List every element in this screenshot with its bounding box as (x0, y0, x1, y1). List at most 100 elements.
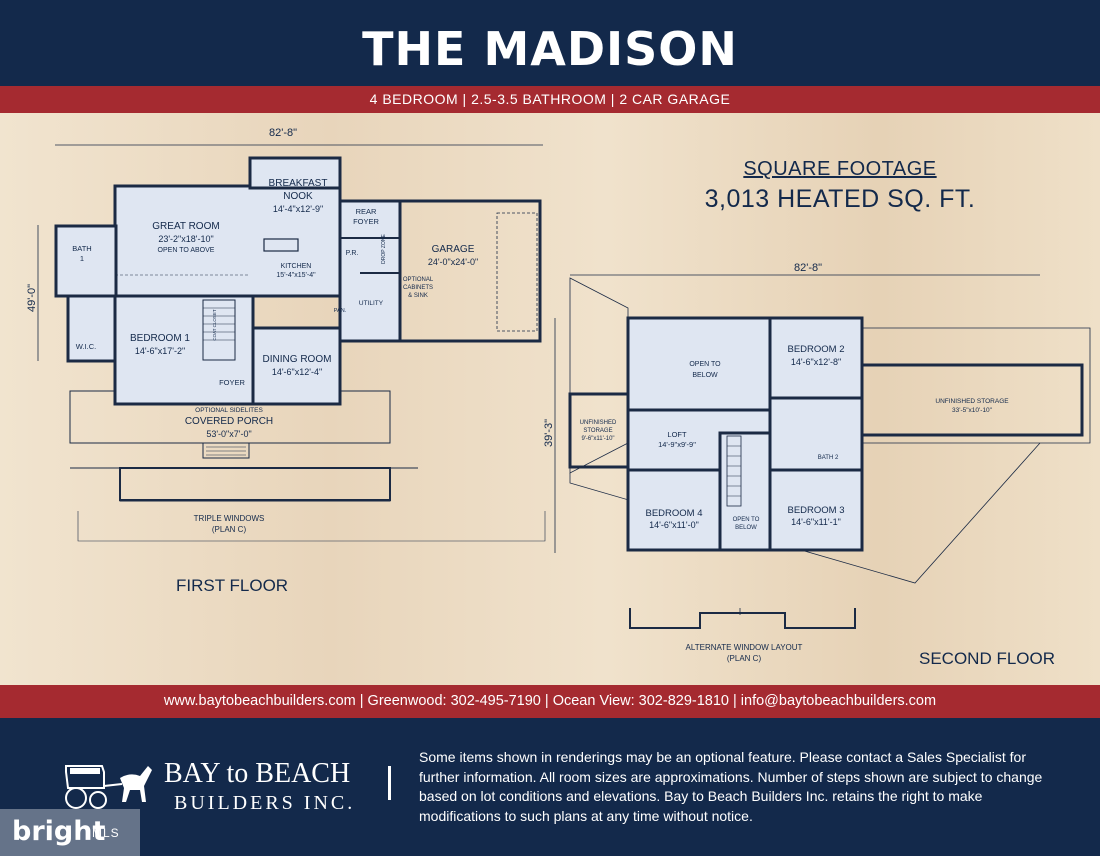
bedroom2-block (768, 316, 864, 400)
mls-watermark: bright MLS (0, 809, 140, 856)
footer: BAY to BEACH BUILDERS INC. Some items sh… (0, 718, 1100, 856)
square-footage-heading: SQUARE FOOTAGE (743, 158, 937, 180)
sf-alt-label-2: (PLAN C) (727, 654, 762, 663)
first-floor-label: FIRST FLOOR (176, 576, 289, 595)
square-footage-value: 3,013 HEATED SQ. FT. (704, 185, 976, 213)
unfinished-left-size: 9'-6"x11'-10" (581, 436, 614, 442)
feature-summary: 4 BEDROOM | 2.5-3.5 BATHROOM | 2 CAR GAR… (0, 86, 1100, 113)
sf-depth-dim: 39'-3" (543, 419, 555, 447)
breakfast-nook-block (248, 156, 342, 190)
sf-open-below-1: OPEN TO (689, 361, 721, 368)
pr-label: P.R. (346, 250, 359, 257)
great-room-kitchen-block (113, 184, 342, 298)
bath2-block (768, 396, 864, 472)
porch-size: 53'-0"x7'-0" (206, 429, 251, 439)
bedroom4-size: 14'-6"x11'-0" (649, 520, 699, 530)
company-logo: BAY to BEACH BUILDERS INC. (60, 758, 360, 818)
bedroom3-block (768, 468, 864, 552)
second-floor-label: SECOND FLOOR (919, 649, 1056, 668)
ff-stairs (202, 299, 236, 361)
bedroom2-name: BEDROOM 2 (787, 344, 844, 355)
bedroom3-size: 14'-6"x11'-1" (791, 517, 841, 527)
mls-label: MLS (92, 826, 120, 840)
garage-outline (398, 199, 542, 343)
great-room-size: 23'-2"x18'-10" (158, 234, 213, 244)
bedroom1-size: 14'-6"x17'-2" (135, 346, 185, 356)
breakfast-name-2: NOOK (283, 191, 313, 202)
bath1-block (54, 224, 118, 298)
wic-label: W.I.C. (76, 342, 96, 351)
unfinished-storage-left (568, 392, 630, 469)
optional-cabinets-1: OPTIONAL (403, 277, 434, 283)
footer-divider (388, 766, 391, 800)
unfinished-left-name-1: UNFINISHED (580, 420, 617, 426)
ff-porch-railing (70, 467, 418, 502)
great-room-name: GREAT ROOM (152, 221, 219, 232)
sf-alt-window-wall (629, 608, 856, 629)
porch-name: COVERED PORCH (185, 416, 273, 427)
open-to-below-block (626, 316, 772, 412)
page-title: THE MADISON (362, 22, 738, 76)
logo-text-line1: BAY to BEACH (164, 758, 351, 789)
breakfast-name-1: BREAKFAST (269, 178, 328, 189)
garage-name: GARAGE (432, 244, 475, 255)
kitchen-size: 15'-4"x15'-4" (276, 272, 316, 279)
bedroom3-name: BEDROOM 3 (787, 505, 844, 516)
unfinished-right-size: 33'-5"x10'-10" (952, 407, 993, 414)
ff-depth-dim: 49'-0" (26, 284, 38, 312)
sf-stairs (726, 435, 742, 507)
dining-room-block (251, 326, 342, 406)
unfinished-right-name: UNFINISHED STORAGE (935, 398, 1009, 405)
breakfast-size: 14'-4"x12'-9" (273, 204, 323, 214)
drop-zone-label: DROP ZONE (381, 234, 387, 264)
unfinished-storage-right (860, 363, 1084, 437)
horse-buggy-icon (65, 765, 152, 809)
sf-width-dim: 82'-8" (794, 262, 822, 274)
optional-cabinets-3: & SINK (408, 293, 428, 299)
optional-cabinets-2: CABINETS (403, 285, 433, 291)
pantry-label: PAN. (334, 308, 347, 314)
wic-block (66, 294, 120, 363)
bath2-label: BATH 2 (818, 455, 839, 461)
bedroom4-name: BEDROOM 4 (645, 508, 702, 519)
disclaimer-text: Some items shown in renderings may be an… (419, 749, 1043, 824)
unfinished-left-name-2: STORAGE (583, 428, 612, 434)
ff-width-dim: 82'-8" (269, 127, 297, 139)
dining-size: 14'-6"x12'-4" (272, 367, 322, 377)
rear-foyer-block (338, 199, 402, 343)
bedroom2-size: 14'-6"x12'-8" (791, 357, 841, 367)
coat-closet-label: COAT CLOSET (212, 309, 217, 341)
porch-steps (202, 442, 250, 459)
ff-triple-window-wall (119, 467, 391, 501)
bath1-name-2: 1 (80, 254, 84, 263)
great-room-note: OPEN TO ABOVE (158, 247, 215, 254)
loft-size: 14'-9"x9'-9" (658, 440, 696, 449)
ff-alt-label-2: (PLAN C) (212, 525, 247, 534)
bedroom4-block (626, 468, 722, 552)
kitchen-name: KITCHEN (281, 263, 312, 270)
loft-name: LOFT (667, 430, 687, 439)
floor-plans: BREAKFAST NOOK 14'-4"x12'-9" GREAT ROOM … (26, 127, 1091, 663)
sf-open-below-small-2: BELOW (735, 525, 757, 531)
logo-text-line2: BUILDERS INC. (174, 792, 356, 814)
foyer-label: FOYER (219, 378, 245, 387)
bedroom1-block (113, 294, 255, 406)
rear-foyer-name-2: FOYER (353, 217, 379, 226)
sf-alt-label-1: ALTERNATE WINDOW LAYOUT (686, 643, 803, 652)
bright-mls-logo: bright (12, 816, 106, 847)
contact-bar: www.baytobeachbuilders.com | Greenwood: … (0, 685, 1100, 718)
floor-plan-area: BREAKFAST NOOK 14'-4"x12'-9" GREAT ROOM … (0, 113, 1100, 685)
ff-alt-window-outline (77, 511, 546, 542)
sidelites-label: OPTIONAL SIDELITES (195, 407, 263, 414)
kitchen-island (263, 238, 299, 252)
utility-label: UTILITY (359, 300, 384, 307)
header-banner: THE MADISON (0, 0, 1100, 86)
dining-name: DINING ROOM (263, 354, 332, 365)
sf-open-below-small-1: OPEN TO (733, 517, 760, 523)
sf-open-below-2: BELOW (692, 372, 718, 379)
bedroom1-name: BEDROOM 1 (130, 333, 190, 344)
rear-foyer-name-1: REAR (356, 207, 377, 216)
garage-size: 24'-0"x24'-0" (428, 257, 478, 267)
ff-alt-label-1: TRIPLE WINDOWS (194, 514, 265, 523)
sf-left-roof-outline (569, 277, 629, 474)
